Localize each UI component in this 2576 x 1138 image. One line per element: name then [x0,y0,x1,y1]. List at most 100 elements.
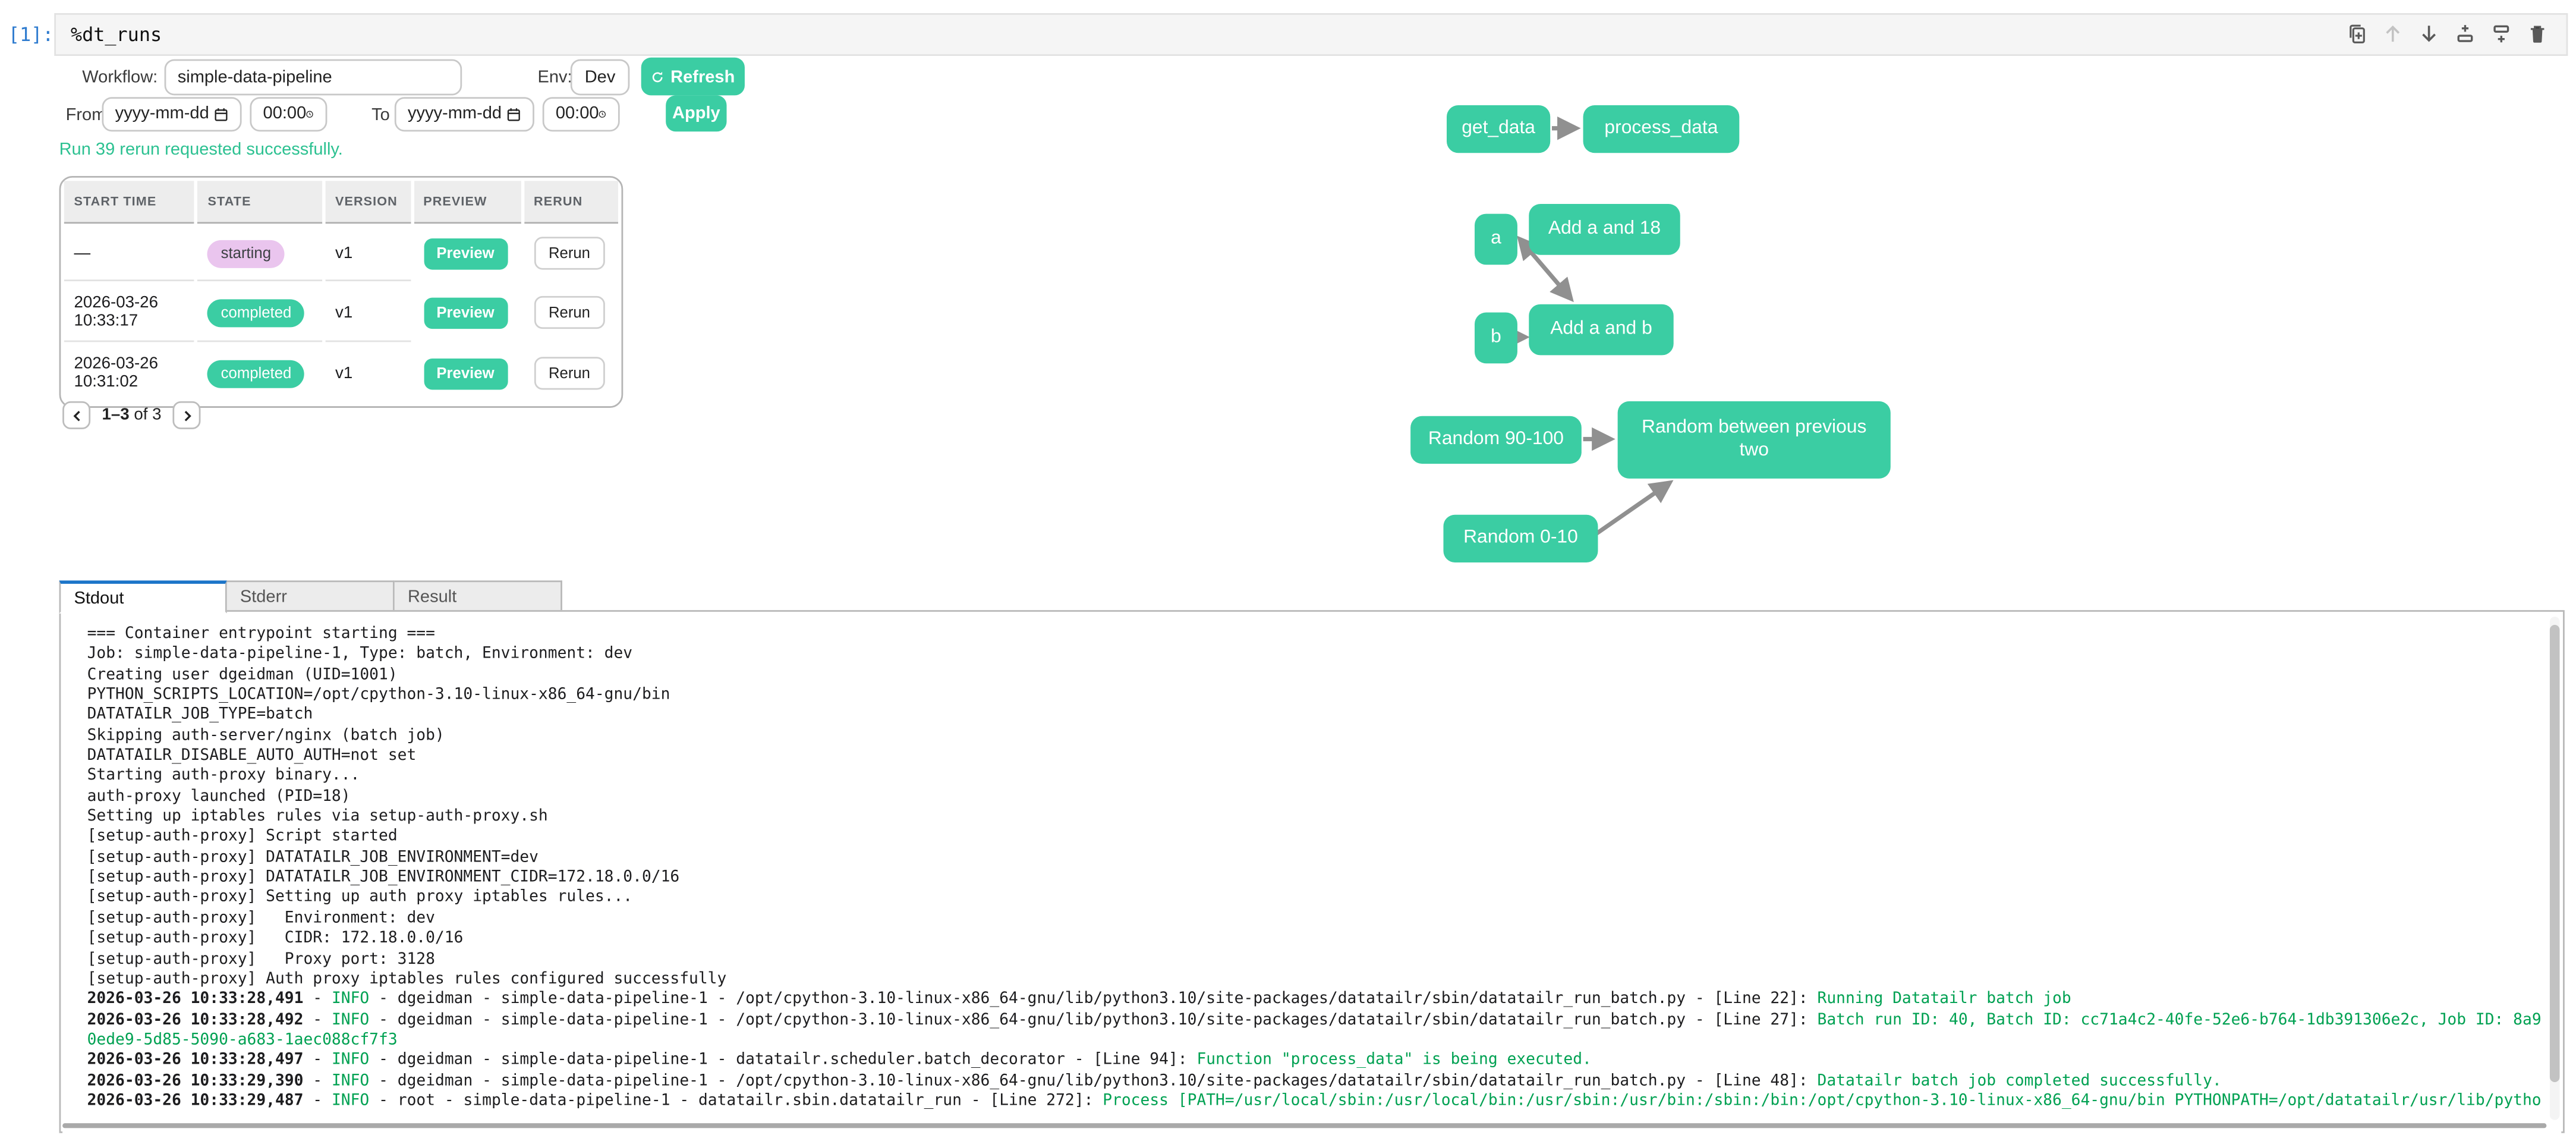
log-line: DATATAILR_DISABLE_AUTO_AUTH=not set [87,746,417,765]
log-line: === Container entrypoint starting === [87,625,435,643]
env-select[interactable]: Dev [570,59,630,96]
dag-node-add_a_b[interactable]: Add a and b [1529,304,1674,356]
insert-cell-below-icon[interactable] [2490,23,2512,45]
log-line: [setup-auth-proxy] Environment: dev [87,909,435,928]
to-date-input[interactable]: yyyy-mm-dd [394,96,534,131]
log-line: Skipping auth-server/nginx (batch job) [87,726,445,745]
log-line: Creating user dgeidman (UID=1001) [87,665,398,684]
run-start-time: — [64,227,195,281]
chevron-left-icon [73,410,80,421]
log-line: Job: simple-data-pipeline-1, Type: batch… [87,645,633,664]
dag-node-rand0[interactable]: Random 0-10 [1443,514,1598,562]
run-start-time: 2026-03-26 10:31:02 [74,355,158,392]
tab-stderr[interactable]: Stderr [226,580,395,612]
from-time-input[interactable]: 00:00 [250,96,327,131]
run-version: v1 [335,364,353,383]
dag-node-get_data[interactable]: get_data [1446,105,1551,153]
log-line: DATATAILR_JOB_TYPE=batch [87,706,313,725]
from-date-input[interactable]: yyyy-mm-dd [102,96,242,131]
preview-button[interactable]: Preview [423,297,508,328]
panel-bottom-mask [62,1128,2562,1138]
log-line: [setup-auth-proxy] DATATAILR_JOB_ENVIRON… [87,868,680,887]
refresh-button[interactable]: Refresh [641,57,745,96]
refresh-label: Refresh [670,67,735,87]
pagination: 1–3 of 3 [62,401,201,429]
log-line: [setup-auth-proxy] Setting up auth proxy… [87,888,633,907]
preview-button[interactable]: Preview [423,237,508,269]
calendar-icon[interactable] [214,106,229,121]
calendar-icon[interactable] [506,106,521,121]
log-line: Starting auth-proxy binary... [87,767,360,785]
cell-input[interactable]: %dt_runs [54,12,2568,55]
log-line: 2026-03-26 10:33:28,497 - INFO - dgeidma… [87,1051,1592,1070]
stdout-log: === Container entrypoint starting === Job… [61,612,2548,1112]
log-line: 0ede9-5d85-5090-a683-1aec088cf7f3 [87,1030,398,1049]
clock-icon[interactable] [599,106,607,121]
rerun-button[interactable]: Rerun [534,237,605,270]
log-line: Setting up iptables rules via setup-auth… [87,807,548,826]
rerun-button[interactable]: Rerun [534,295,605,329]
state-badge: completed [207,359,305,388]
move-cell-down-icon[interactable] [2418,23,2440,45]
log-line: [setup-auth-proxy] DATATAILR_JOB_ENVIRON… [87,848,538,867]
column-header-state: STATE [197,181,322,224]
duplicate-cell-icon[interactable] [2346,23,2367,45]
status-message: Run 39 rerun requested successfully. [59,140,343,160]
preview-button[interactable]: Preview [423,357,508,389]
apply-button[interactable]: Apply [666,95,727,132]
rerun-button[interactable]: Rerun [534,357,605,390]
horizontal-scrollbar[interactable] [62,1123,2547,1128]
insert-cell-above-icon[interactable] [2454,23,2476,45]
log-line: auth-proxy launched (PID=18) [87,787,351,806]
from-date-value: yyyy-mm-dd [115,103,209,124]
to-time-value: 00:00 [555,103,599,124]
state-badge: starting [207,239,285,268]
table-row: 2026-03-26 10:31:02 completed v1 Preview Rer… [64,345,618,403]
prev-page-button[interactable] [62,401,91,429]
cell-toolbar [2346,23,2566,45]
run-start-time: 2026-03-26 10:33:17 [64,285,195,342]
to-time-input[interactable]: 00:00 [542,96,620,131]
dag-node-add_a_18[interactable]: Add a and 18 [1529,203,1680,255]
from-label: From [65,104,106,124]
tab-stdout[interactable]: Stdout [59,580,227,614]
run-version: v1 [325,285,411,342]
pagination-range: 1–3 [102,406,130,425]
dag-node-rand90[interactable]: Random 90-100 [1410,416,1582,464]
pagination-label: 1–3 of 3 [102,406,161,424]
move-cell-up-icon[interactable] [2382,23,2404,45]
dag-node-process_data[interactable]: process_data [1583,105,1740,153]
dag-node-rand_between[interactable]: Random between previous two [1617,401,1891,479]
vertical-scrollbar-thumb[interactable] [2549,625,2560,1082]
workflow-value: simple-data-pipeline [177,67,332,87]
column-header-rerun: RERUN [524,181,618,224]
log-line: [setup-auth-proxy] Auth proxy iptables r… [87,970,727,988]
log-line: 2026-03-26 10:33:29,390 - INFO - dgeidma… [87,1071,2222,1090]
column-header-start-time: START TIME [64,181,195,224]
log-panel: === Container entrypoint starting === Job… [59,610,2565,1138]
log-line: [setup-auth-proxy] Proxy port: 3128 [87,950,435,968]
run-version: v1 [325,227,411,281]
vertical-scrollbar[interactable] [2549,617,2560,1120]
tab-result[interactable]: Result [394,580,562,612]
delete-cell-icon[interactable] [2527,23,2548,45]
workflow-label: Workflow: [82,67,158,87]
from-time-value: 00:00 [263,103,307,124]
workflow-input[interactable]: simple-data-pipeline [164,59,462,96]
log-viewport: === Container entrypoint starting === Job… [61,612,2548,1125]
next-page-button[interactable] [172,401,201,429]
cell-code[interactable]: %dt_runs [70,22,162,46]
env-value: Dev [584,67,616,87]
to-date-value: yyyy-mm-dd [407,103,502,124]
pagination-of: of 3 [134,406,162,425]
log-line: PYTHON_SCRIPTS_LOCATION=/opt/cpython-3.1… [87,686,670,704]
column-header-preview: PREVIEW [413,181,521,224]
dag-node-b[interactable]: b [1475,312,1517,364]
dag-node-a[interactable]: a [1475,213,1517,265]
refresh-icon [652,71,663,81]
apply-label: Apply [672,103,720,124]
clock-icon[interactable] [306,106,314,121]
